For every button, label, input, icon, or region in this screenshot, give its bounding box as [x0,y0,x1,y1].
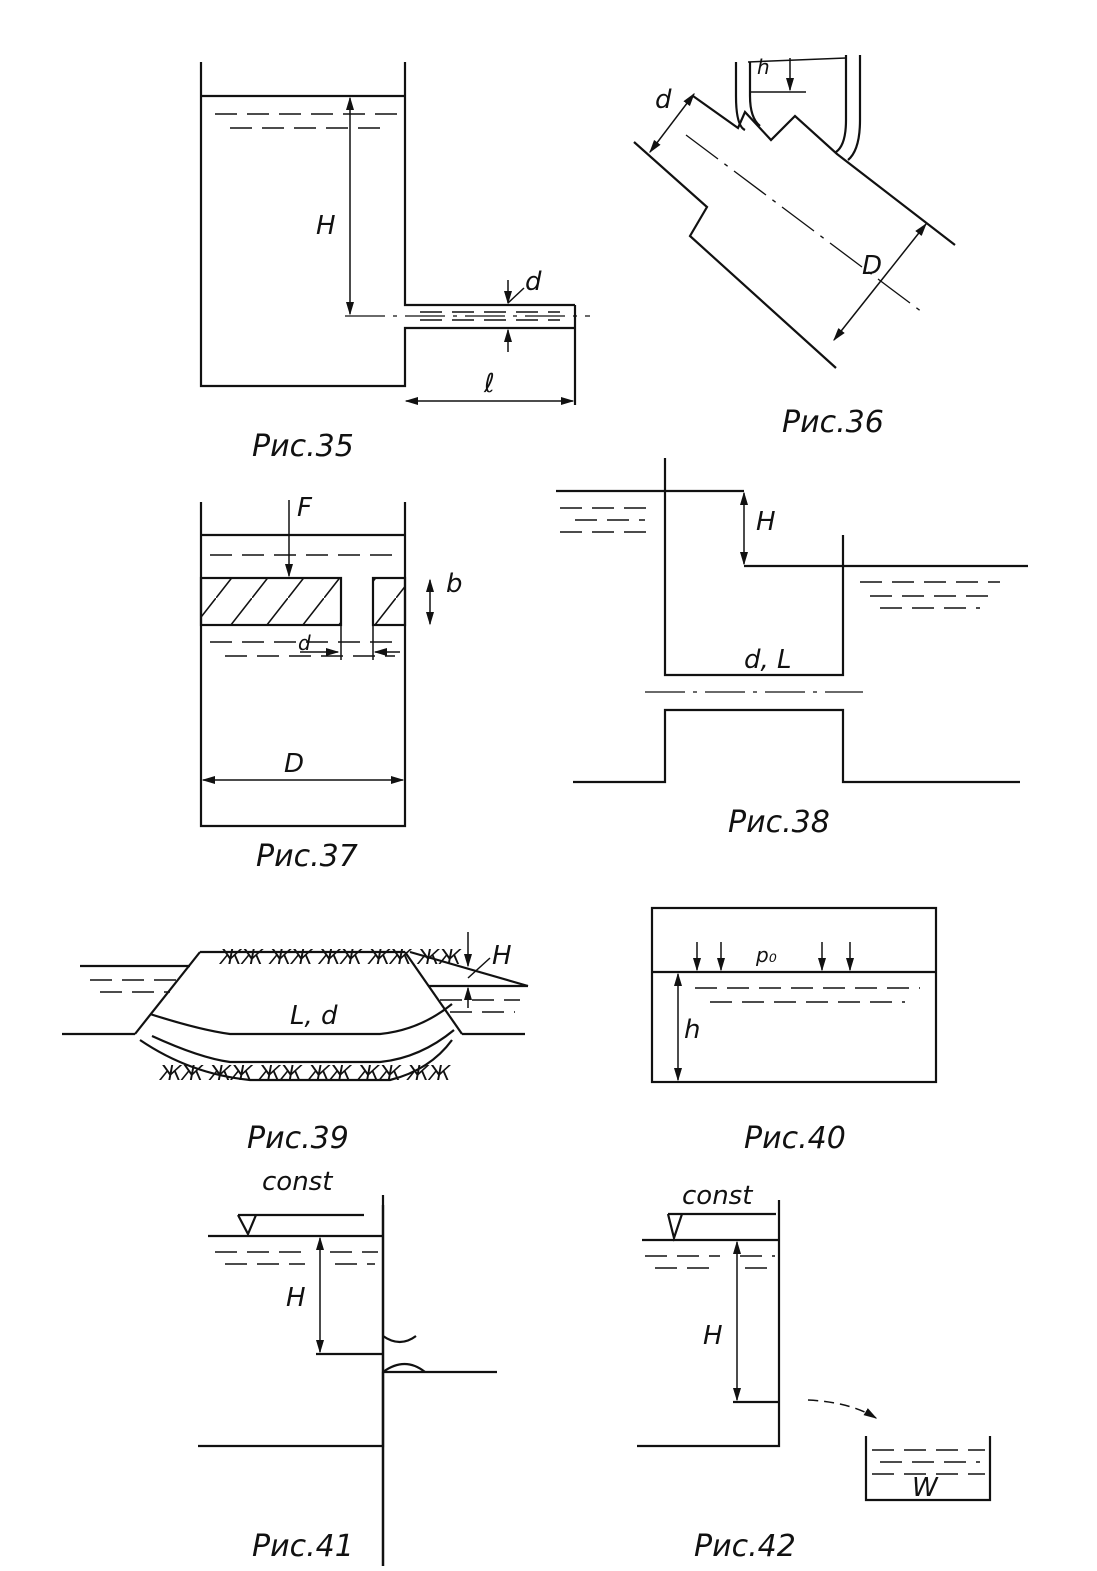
figure-35: H d ℓ Рис.35 [199,62,590,464]
label-d: d [298,631,311,655]
label-d: d [525,267,542,297]
label-D: D [862,251,882,281]
svg-text:ЖЖ ЖЖ ЖЖ ЖЖ ЖЖ: ЖЖ ЖЖ ЖЖ ЖЖ ЖЖ [218,945,462,969]
figure-39: ЖЖ ЖЖ ЖЖ ЖЖ ЖЖ ЖЖ ЖЖ ЖЖ ЖЖ ЖЖ ЖЖ H L, d … [62,932,529,1156]
label-H: H [756,507,776,537]
label-p0: p₀ [755,943,777,967]
caption-fig-38: Рис.38 [728,805,830,840]
label-D: D [284,749,304,779]
caption-fig-39: Рис.39 [247,1121,349,1156]
label-l: ℓ [483,369,495,399]
label-const: const [682,1181,753,1211]
label-h: h [757,55,770,79]
label-Ld: L, d [290,1001,338,1031]
figure-38: H d, L Рис.38 [556,458,1028,840]
caption-fig-41: Рис.41 [252,1529,354,1564]
figure-37: F b d D Рис.37 [199,493,463,874]
label-d: d [655,85,672,115]
figure-42: const H W Рис.42 [637,1181,992,1564]
label-dL: d, L [744,645,792,675]
figure-41: const H Рис.41 [198,1167,497,1571]
label-h: h [684,1015,700,1045]
label-const: const [262,1167,333,1197]
figure-40: p₀ h Рис.40 [650,906,938,1156]
label-H: H [316,211,336,241]
label-H: H [492,941,512,971]
svg-text:ЖЖ ЖЖ ЖЖ ЖЖ ЖЖ ЖЖ: ЖЖ ЖЖ ЖЖ ЖЖ ЖЖ ЖЖ [158,1061,452,1085]
label-W: W [912,1473,939,1503]
caption-fig-42: Рис.42 [694,1529,796,1564]
label-H: H [703,1321,723,1351]
caption-fig-40: Рис.40 [744,1121,846,1156]
label-F: F [297,493,313,523]
caption-fig-37: Рис.37 [256,839,358,874]
label-b: b [446,569,463,599]
figure-36: h d D Рис.36 [633,55,956,440]
caption-fig-35: Рис.35 [252,429,354,464]
label-H: H [286,1283,306,1313]
caption-fig-36: Рис.36 [782,405,884,440]
